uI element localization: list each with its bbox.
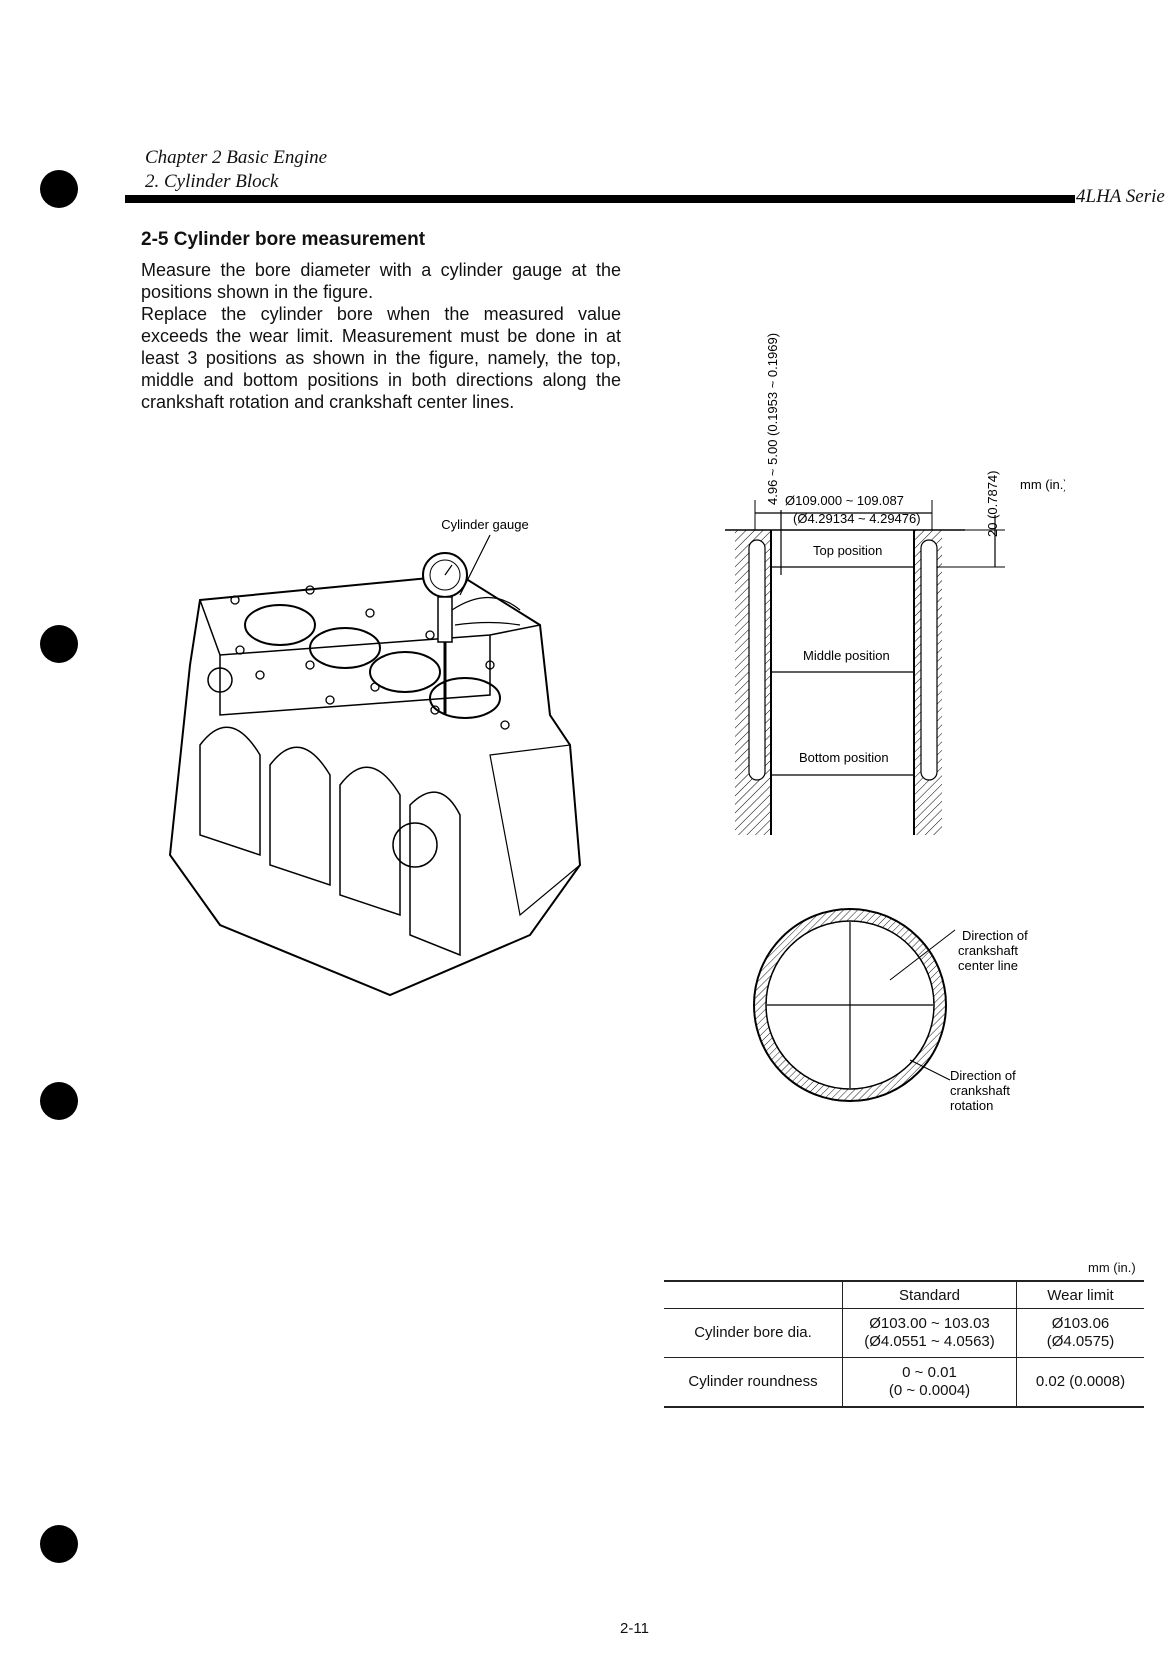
unit-label: mm (in.): [1020, 477, 1065, 492]
cylinder-section-diagram: mm (in.) 4.96 ~ 5.00 (0.1953 ~ 0.1969) Ø…: [725, 333, 1065, 835]
series-label: 4LHA Serie: [1076, 186, 1165, 207]
center-line-label-1: Direction of: [962, 928, 1028, 943]
top-position-label: Top position: [813, 543, 882, 558]
limit-cell: 0.02 (0.0008): [1016, 1357, 1144, 1408]
table-row: Cylinder roundness 0 ~ 0.01 (0 ~ 0.0004)…: [664, 1357, 1144, 1408]
section-title-header: 2. Cylinder Block: [145, 171, 279, 192]
standard-cell: Ø103.00 ~ 103.03 (Ø4.0551 ~ 4.0563): [842, 1308, 1017, 1358]
chapter-heading: Chapter 2 Basic Engine 2. Cylinder Block: [145, 146, 327, 194]
standard-value-in: (Ø4.0551 ~ 4.0563): [864, 1333, 995, 1350]
middle-position-label: Middle position: [803, 648, 890, 663]
diameter-mm: Ø109.000 ~ 109.087: [785, 493, 904, 508]
spec-table: Standard Wear limit Cylinder bore dia. Ø…: [664, 1280, 1144, 1408]
standard-cell: 0 ~ 0.01 (0 ~ 0.0004): [842, 1357, 1017, 1408]
engine-block-illustration: Cylinder gauge: [168, 517, 582, 997]
page-number: 2-11: [620, 1620, 649, 1637]
center-line-label-3: center line: [958, 958, 1018, 973]
binder-hole: [40, 170, 78, 208]
bore-plan-diagram: Direction of crankshaft center line Dire…: [753, 908, 1028, 1113]
center-line-label-2: crankshaft: [958, 943, 1018, 958]
table-header-row: Standard Wear limit: [664, 1280, 1144, 1309]
binder-hole: [40, 625, 78, 663]
table-unit-label: mm (in.): [1088, 1260, 1136, 1275]
paragraph: Measure the bore diameter with a cylinde…: [141, 260, 621, 302]
diameter-in: (Ø4.29134 ~ 4.29476): [793, 511, 921, 526]
cylinder-gauge-label: Cylinder gauge: [441, 517, 528, 532]
body-text: Measure the bore diameter with a cylinde…: [141, 259, 621, 413]
paragraph: Replace the cylinder bore when the measu…: [141, 304, 621, 412]
header-cell: Wear limit: [1016, 1280, 1144, 1309]
binder-hole: [40, 1525, 78, 1563]
section-title: 2-5 Cylinder bore measurement: [141, 229, 426, 250]
bottom-position-label: Bottom position: [799, 750, 889, 765]
row-label: Cylinder bore dia.: [664, 1308, 843, 1358]
chapter-title: Chapter 2 Basic Engine: [145, 147, 328, 168]
standard-value: Ø103.00 ~ 103.03: [869, 1315, 990, 1332]
rotation-label-1: Direction of: [950, 1068, 1016, 1083]
rotation-label-2: crankshaft: [950, 1083, 1010, 1098]
standard-value: 0 ~ 0.01: [902, 1364, 957, 1381]
standard-value-in: (0 ~ 0.0004): [888, 1382, 971, 1399]
header-cell: Standard: [842, 1280, 1017, 1309]
vertical-dimension: 4.96 ~ 5.00 (0.1953 ~ 0.1969): [765, 333, 780, 505]
table-row: Cylinder bore dia. Ø103.00 ~ 103.03 (Ø4.…: [664, 1308, 1144, 1358]
rotation-label-3: rotation: [950, 1098, 993, 1113]
row-label: Cylinder roundness: [664, 1357, 843, 1408]
top-offset-dimension: 20 (0.7874): [985, 471, 1000, 538]
header-cell: [664, 1280, 843, 1309]
header-rule: [125, 195, 1075, 203]
limit-cell: Ø103.06 (Ø4.0575): [1016, 1308, 1144, 1358]
binder-hole: [40, 1082, 78, 1120]
